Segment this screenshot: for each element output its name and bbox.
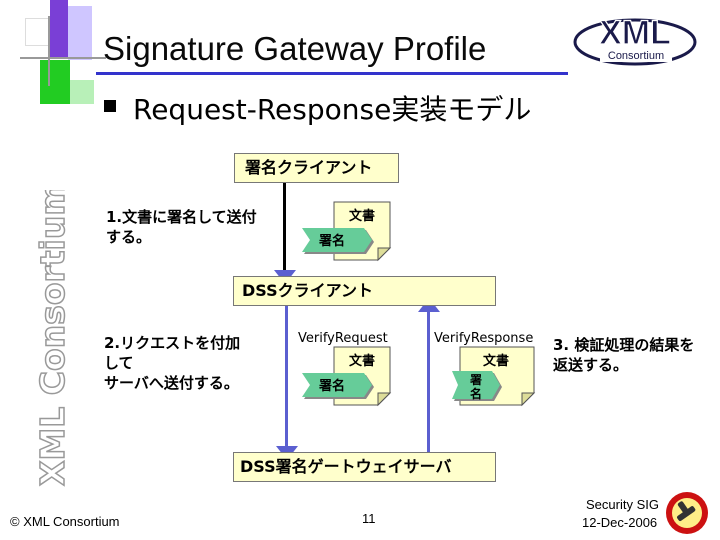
server-label: DSS署名ゲートウェイサーバ xyxy=(240,457,452,476)
doc-text: 文書 xyxy=(483,353,509,369)
bullet-text: Request-Response実装モデル xyxy=(133,93,532,126)
logo-big-text: XML xyxy=(599,14,671,52)
corner-square-lightgreen xyxy=(70,80,94,104)
signed-document-response: 文書 署 名 xyxy=(452,346,536,407)
corner-square-green xyxy=(40,60,70,104)
bullet-icon xyxy=(104,100,116,112)
step3-line: 3. 検証処理の結果を xyxy=(553,336,695,354)
sidebar-vertical-text: XML Consortium xyxy=(32,190,73,487)
sig-text: 署名 xyxy=(319,378,345,394)
signed-document-1: 文書 署名 xyxy=(302,201,392,262)
page-number: 11 xyxy=(362,511,376,526)
verify-response-label: VerifyResponse xyxy=(434,331,534,346)
server-box: DSS署名ゲートウェイサーバ xyxy=(233,452,496,482)
corner-cross-v xyxy=(48,16,50,86)
sig-text: 署名 xyxy=(319,233,345,249)
client-box: 署名クライアント xyxy=(234,153,399,183)
step3-note: 3. 検証処理の結果を 返送する。 xyxy=(553,335,694,375)
corner-square-purple xyxy=(50,0,68,58)
response-line xyxy=(427,305,430,453)
dss-client-label: DSSクライアント xyxy=(242,281,373,300)
step2-note: 2.リクエストを付加 して サーバへ送付する。 xyxy=(104,333,240,393)
xml-consortium-logo: XML Consortium xyxy=(573,13,697,66)
title-rule xyxy=(96,72,568,75)
doc-text: 文書 xyxy=(349,208,375,224)
signed-document-request: 文書 署名 xyxy=(302,346,392,407)
request-line xyxy=(285,305,288,453)
sig-text-top: 署 xyxy=(469,373,482,387)
step2-line: して xyxy=(104,354,134,372)
footer-date: 12-Dec-2006 xyxy=(582,515,658,530)
corner-square-lilac xyxy=(68,6,92,60)
step2-line: 2.リクエストを付加 xyxy=(104,334,241,352)
logo-small-text: Consortium xyxy=(608,50,664,62)
corner-square-white-left xyxy=(12,55,48,71)
step1-note: 1.文書に署名して送付 する。 xyxy=(106,207,257,247)
step1-line: 1.文書に署名して送付 xyxy=(106,208,257,226)
step1-line: する。 xyxy=(106,228,152,246)
verify-request-label: VerifyRequest xyxy=(298,331,388,346)
security-sig-badge-icon xyxy=(666,492,708,534)
footer-org: Security SIG xyxy=(586,497,659,512)
step2-line: サーバへ送付する。 xyxy=(104,374,239,392)
doc-text: 文書 xyxy=(349,353,375,369)
step3-line: 返送する。 xyxy=(553,356,629,374)
client-label: 署名クライアント xyxy=(245,158,373,177)
sig-text-bottom: 名 xyxy=(470,386,482,401)
dss-client-box: DSSクライアント xyxy=(233,276,496,306)
corner-cross-h xyxy=(20,57,106,59)
client-line xyxy=(283,182,286,274)
svg-text:XML Consortium: XML Consortium xyxy=(33,190,72,486)
copyright: © XML Consortium xyxy=(10,514,120,529)
page-title: Signature Gateway Profile xyxy=(103,30,487,67)
